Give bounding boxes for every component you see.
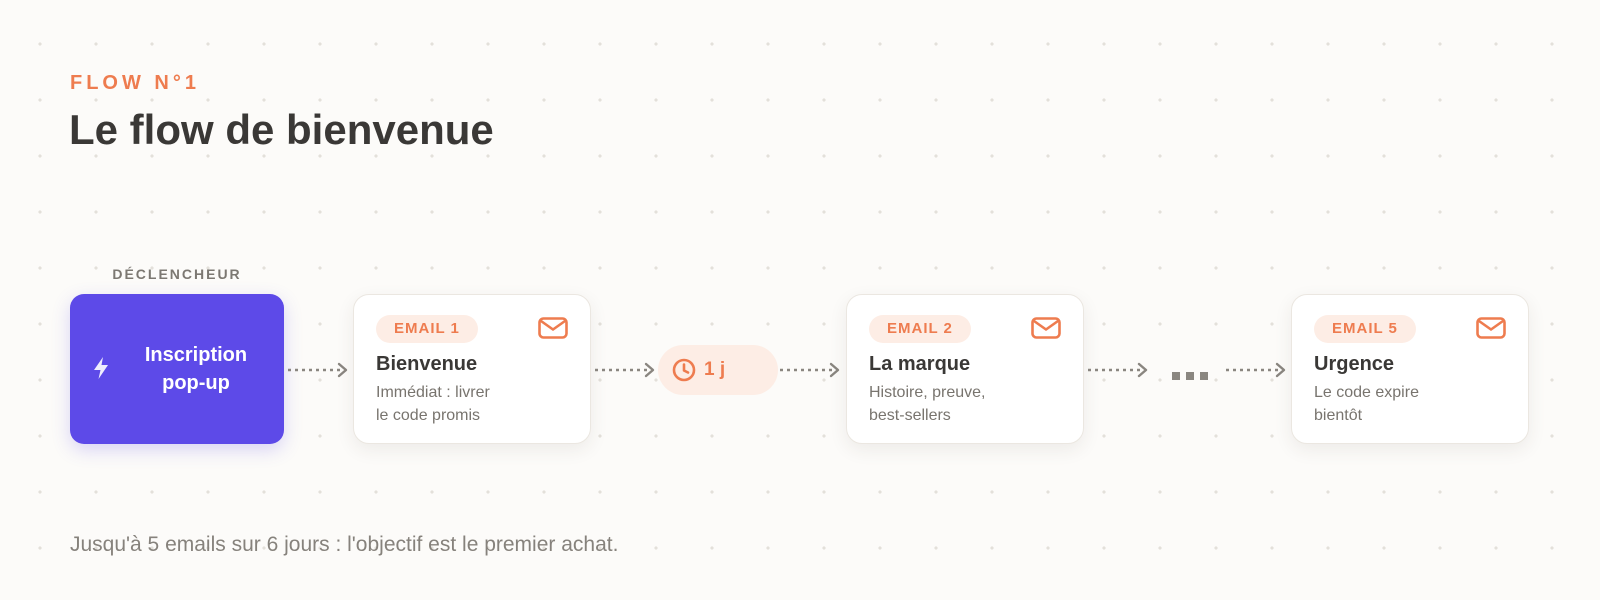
email-title: La marque <box>869 353 971 375</box>
trigger-text: Inscription pop-up <box>144 344 248 394</box>
email-card-1[interactable]: EMAIL 1 Bienvenue Immédiat : livrer le c… <box>353 294 591 444</box>
connector-arrow <box>1226 360 1290 380</box>
mail-icon <box>538 317 568 339</box>
delay-badge: 1 j <box>658 345 778 395</box>
flow-eyebrow: FLOW N°1 <box>70 72 200 94</box>
email-title: Urgence <box>1314 353 1395 375</box>
email-badge: EMAIL 1 <box>376 315 478 343</box>
email-badge: EMAIL 2 <box>869 315 971 343</box>
connector-arrow <box>288 360 352 380</box>
lightning-icon <box>94 357 108 379</box>
clock-icon <box>672 358 696 382</box>
email-card-2[interactable]: EMAIL 2 La marque Histoire, preuve, best… <box>846 294 1084 444</box>
connector-arrow <box>780 360 844 380</box>
footer-note: Jusqu'à 5 emails sur 6 jours : l'objecti… <box>70 533 619 556</box>
delay-label: 1 j <box>704 359 726 380</box>
mail-icon <box>1476 317 1506 339</box>
email-title: Bienvenue <box>376 353 478 375</box>
trigger-label: DÉCLENCHEUR <box>112 266 242 282</box>
connector-arrow <box>595 360 659 380</box>
email-description: Immédiat : livrer le code promis <box>376 384 490 424</box>
email-badge: EMAIL 5 <box>1314 315 1416 343</box>
trigger-node[interactable]: Inscription pop-up <box>70 294 284 444</box>
connector-arrow <box>1088 360 1152 380</box>
email-card-5[interactable]: EMAIL 5 Urgence Le code expire bientôt <box>1291 294 1529 444</box>
page-title: Le flow de bienvenue <box>69 106 494 153</box>
email-description: Le code expire bientôt <box>1314 384 1419 424</box>
more-icon <box>1172 372 1208 380</box>
email-description: Histoire, preuve, best-sellers <box>869 384 986 424</box>
mail-icon <box>1031 317 1061 339</box>
